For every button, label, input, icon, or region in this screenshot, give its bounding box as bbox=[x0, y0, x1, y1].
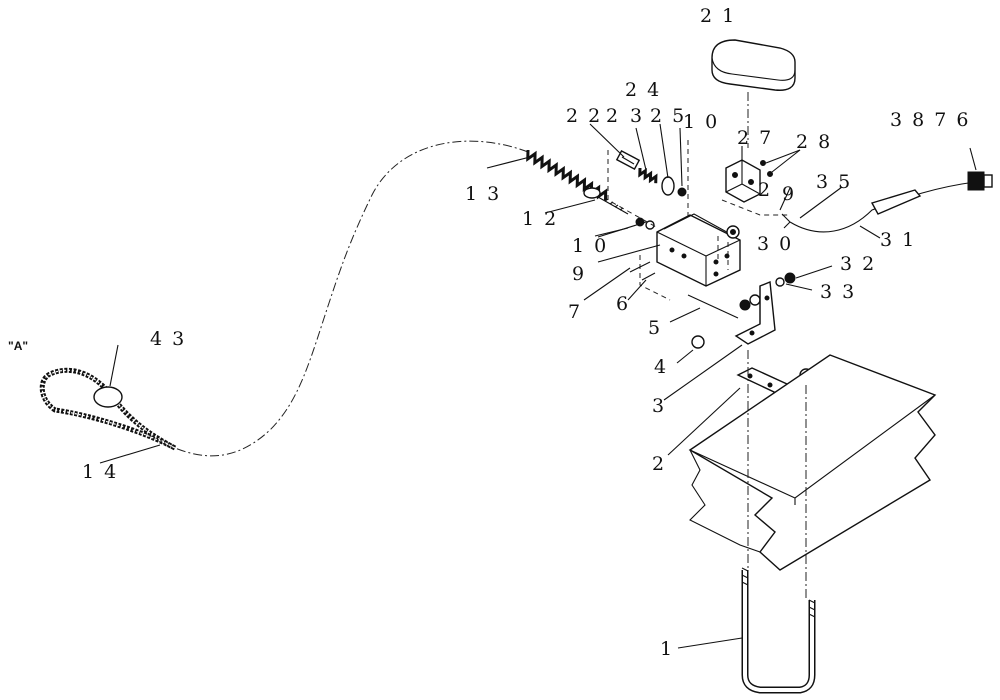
callout-38-37-36: 3 8 7 6 bbox=[890, 109, 970, 131]
callout-30: 3 0 bbox=[757, 233, 793, 255]
nut-hole-icon bbox=[730, 229, 736, 235]
nut-icon bbox=[739, 299, 751, 311]
connector-part-36 bbox=[967, 171, 993, 191]
cable-path-line bbox=[174, 140, 529, 457]
callout-3: 3 bbox=[652, 395, 666, 417]
callout-25: 2 5 bbox=[650, 105, 686, 127]
callout-4: 4 bbox=[654, 356, 668, 378]
callout-6: 6 bbox=[616, 293, 630, 315]
nut-part-32 bbox=[784, 272, 796, 284]
washer-icon bbox=[645, 220, 655, 230]
nut-part-4 bbox=[691, 335, 705, 349]
assembly-line bbox=[721, 199, 790, 216]
callout-23: 3 bbox=[630, 105, 644, 127]
callout-10-upper: 1 0 bbox=[683, 111, 719, 133]
view-a-label: "A" bbox=[8, 339, 28, 353]
housing-part-9 bbox=[656, 213, 741, 287]
callout-33: 3 3 bbox=[820, 281, 856, 303]
washer-part-24 bbox=[661, 176, 675, 196]
callout-14: 1 4 bbox=[82, 461, 118, 483]
ring-part-43 bbox=[93, 386, 123, 408]
callout-21: 2 1 bbox=[700, 5, 736, 27]
callout-13: 1 3 bbox=[465, 183, 501, 205]
u-bolt-part-1 bbox=[741, 567, 816, 694]
spring-part-23 bbox=[638, 167, 658, 184]
callout-2b: 2 bbox=[606, 105, 620, 127]
callout-28: 2 8 bbox=[796, 131, 832, 153]
switch-part-27 bbox=[725, 159, 761, 203]
cable-harness-part-31 bbox=[781, 181, 976, 233]
screw-part-28 bbox=[767, 171, 773, 177]
callout-29: 9 bbox=[782, 183, 796, 205]
screw-part-28 bbox=[760, 160, 766, 166]
callout-22: 2 2 bbox=[566, 105, 602, 127]
washer-part-33 bbox=[775, 277, 785, 287]
callout-24: 2 4 bbox=[625, 79, 661, 101]
nut-part-25 bbox=[677, 187, 687, 197]
bracket-part-3 bbox=[734, 281, 776, 345]
callout-43: 4 3 bbox=[150, 328, 186, 350]
callout-10-lower: 1 0 bbox=[572, 235, 608, 257]
screw-part-7 bbox=[629, 261, 651, 273]
callout-5: 5 bbox=[648, 317, 662, 339]
chain-part-14 bbox=[39, 367, 177, 451]
callout-1: 1 bbox=[660, 638, 674, 660]
callout-32: 3 2 bbox=[840, 253, 876, 275]
callout-9: 9 bbox=[572, 263, 586, 285]
callout-2c: 2 bbox=[758, 179, 772, 201]
frame-beam bbox=[688, 354, 937, 571]
callout-31: 3 1 bbox=[880, 229, 916, 251]
leader-lines bbox=[99, 123, 977, 649]
bolt-part-5 bbox=[687, 294, 739, 319]
screw-part-6 bbox=[641, 272, 656, 281]
pad-part-21 bbox=[711, 39, 796, 91]
callout-35: 3 5 bbox=[816, 171, 852, 193]
callout-2: 2 bbox=[652, 453, 666, 475]
eye-bolt-part-12 bbox=[583, 187, 629, 215]
callout-7: 7 bbox=[568, 301, 582, 323]
assembly-line bbox=[607, 150, 659, 229]
washer-icon bbox=[749, 294, 761, 306]
callout-27: 2 7 bbox=[737, 127, 773, 149]
assembly-line bbox=[639, 255, 671, 301]
callout-12: 1 2 bbox=[522, 208, 558, 230]
